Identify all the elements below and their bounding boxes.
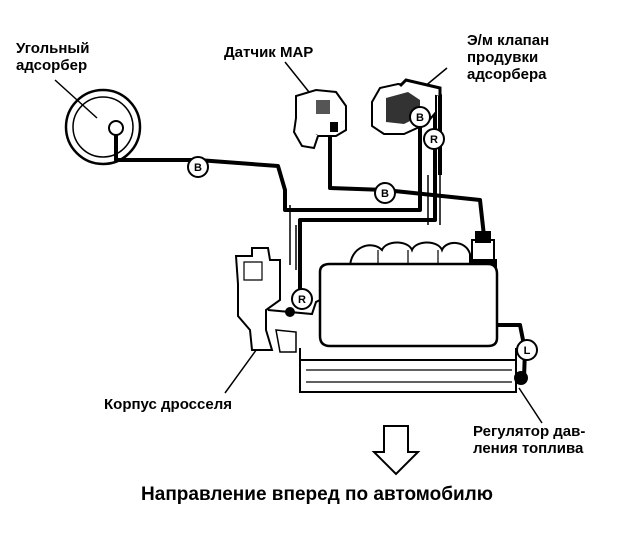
hose-code-r2: R: [291, 288, 313, 310]
svg-text:R: R: [298, 294, 306, 306]
label-fuel-regulator: Регулятор дав- ления топлива: [473, 423, 586, 457]
hose-outlines: [289, 175, 441, 270]
hose-code-r1: R: [423, 128, 445, 150]
svg-text:B: B: [381, 188, 389, 200]
svg-text:B: B: [194, 162, 202, 174]
hose-code-badges: B B B R R L: [187, 106, 538, 361]
hose-code-b1: B: [187, 156, 209, 178]
charcoal-canister: [64, 88, 142, 166]
label-throttle-body: Корпус дросселя: [104, 396, 232, 413]
svg-text:B: B: [416, 112, 424, 124]
hose-code-l1: L: [516, 339, 538, 361]
svg-text:L: L: [524, 345, 531, 357]
label-charcoal-canister: Угольный адсорбер: [16, 40, 90, 74]
purge-valve: [371, 78, 442, 135]
map-sensor: [292, 88, 347, 150]
engine: [299, 231, 528, 393]
forward-arrow-icon: [371, 425, 421, 476]
hose-code-b2: B: [374, 182, 396, 204]
svg-text:R: R: [430, 134, 438, 146]
hose-code-b3: B: [409, 106, 431, 128]
label-map-sensor: Датчик МАР: [224, 44, 314, 61]
forward-direction-caption: Направление вперед по автомобилю: [141, 484, 493, 505]
label-purge-valve: Э/м клапан продувки адсорбера: [467, 32, 550, 83]
